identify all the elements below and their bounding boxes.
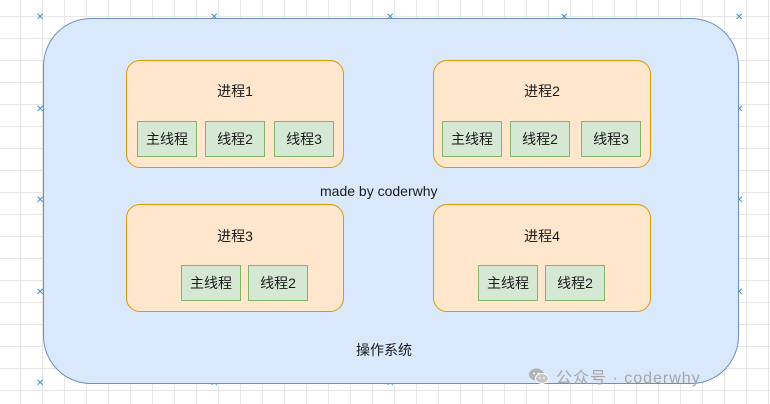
x-marker-icon: ✕ — [36, 378, 45, 389]
process-4[interactable]: 进程4 主线程 线程2 — [433, 204, 651, 312]
process-3[interactable]: 进程3 主线程 线程2 — [126, 204, 344, 312]
process-4-title: 进程4 — [524, 228, 560, 244]
thread-2[interactable]: 线程2 — [248, 265, 308, 301]
x-marker-icon: ✕ — [735, 12, 744, 23]
x-marker-icon: ✕ — [735, 287, 744, 298]
x-marker-icon: ✕ — [36, 195, 45, 206]
process-2-title: 进程2 — [524, 83, 560, 99]
process-2[interactable]: 进程2 主线程 线程2 线程3 — [433, 60, 651, 168]
watermark-text: 公众号 · coderwhy — [556, 370, 701, 387]
process-1-title: 进程1 — [217, 83, 253, 99]
x-marker-icon: ✕ — [36, 104, 45, 115]
x-marker-icon: ✕ — [210, 13, 218, 23]
thread-main[interactable]: 主线程 — [137, 121, 197, 157]
process-3-title: 进程3 — [217, 228, 253, 244]
thread-2[interactable]: 线程2 — [205, 121, 265, 157]
x-marker-icon: ✕ — [735, 195, 744, 206]
thread-2[interactable]: 线程2 — [545, 265, 605, 301]
x-marker-icon: ✕ — [735, 104, 744, 115]
x-marker-icon: ✕ — [36, 287, 45, 298]
thread-3[interactable]: 线程3 — [581, 121, 641, 157]
process-1[interactable]: 进程1 主线程 线程2 线程3 — [126, 60, 344, 168]
thread-2[interactable]: 线程2 — [510, 121, 570, 157]
x-marker-icon: ✕ — [386, 13, 394, 23]
x-marker-icon: ✕ — [560, 13, 568, 23]
thread-3[interactable]: 线程3 — [274, 121, 334, 157]
thread-main[interactable]: 主线程 — [442, 121, 502, 157]
wechat-icon — [528, 367, 550, 385]
thread-main[interactable]: 主线程 — [478, 265, 538, 301]
watermark: 公众号 · coderwhy — [528, 366, 701, 387]
os-label: 操作系统 — [356, 342, 412, 358]
x-marker-icon: ✕ — [36, 12, 45, 23]
diagram-caption: made by coderwhy — [320, 183, 438, 199]
thread-main[interactable]: 主线程 — [181, 265, 241, 301]
